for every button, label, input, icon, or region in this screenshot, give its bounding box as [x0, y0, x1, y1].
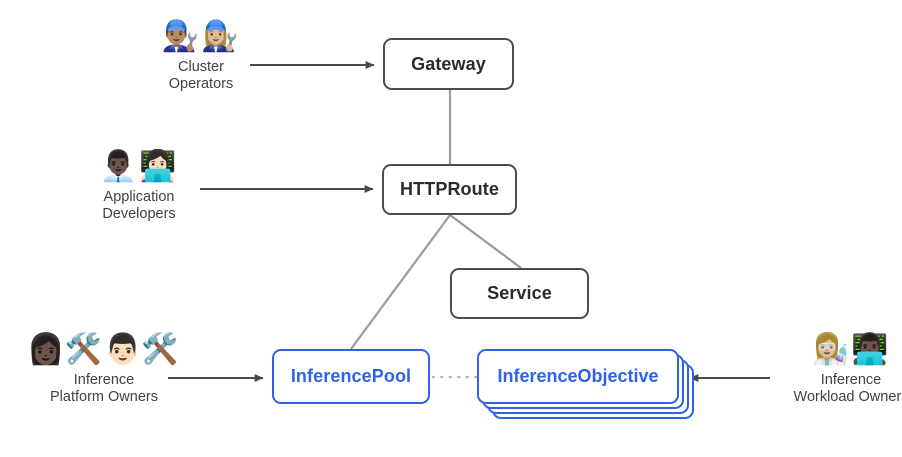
node-label-inference-pool: InferencePool: [290, 366, 412, 386]
scientist-technologist-pair-emoji: 👩🏼‍🔬👨🏿‍💻: [811, 332, 891, 367]
actor-inference-platform-owners: 👩🏿‍🛠️👨🏻‍🛠️ Inference Platform Owners: [27, 332, 181, 407]
node-service[interactable]: Service: [450, 268, 589, 319]
node-inference-pool[interactable]: InferencePool: [272, 349, 430, 404]
node-label-service: Service: [487, 283, 552, 303]
construction-worker-pair-emoji: 👩🏿‍🛠️👨🏻‍🛠️: [27, 332, 181, 367]
actor-label-inference-workload-owners: Inference Workload Owners: [793, 371, 902, 406]
office-worker-technologist-pair-emoji: 👨🏿‍💼👩🏻‍💻: [99, 149, 179, 184]
actor-application-developers: 👨🏿‍💼👩🏻‍💻 Application Developers: [80, 149, 198, 224]
edge-httproute-to-inference-pool: [350, 214, 451, 350]
node-inference-objective-stack[interactable]: InferenceObjective: [477, 349, 694, 419]
node-label-gateway: Gateway: [411, 53, 486, 74]
actor-label-application-developers: Application Developers: [102, 188, 176, 223]
node-label-httproute: HTTPRoute: [400, 179, 499, 199]
node-gateway[interactable]: Gateway: [383, 38, 514, 90]
edge-httproute-to-service: [449, 214, 522, 269]
mechanic-pair-emoji: 👨🏽‍🔧👩🏼‍🔧: [161, 19, 241, 54]
actor-cluster-operators: 👨🏽‍🔧👩🏼‍🔧 Cluster Operators: [146, 19, 256, 94]
node-label-inference-objective: InferenceObjective: [497, 366, 659, 386]
node-httproute[interactable]: HTTPRoute: [382, 164, 517, 215]
actor-label-cluster-operators: Cluster Operators: [168, 58, 234, 93]
actor-label-inference-platform-owners: Inference Platform Owners: [50, 371, 158, 406]
node-inference-objective[interactable]: InferenceObjective: [477, 349, 679, 404]
actor-inference-workload-owners: 👩🏼‍🔬👨🏿‍💻 Inference Workload Owners: [771, 332, 902, 407]
